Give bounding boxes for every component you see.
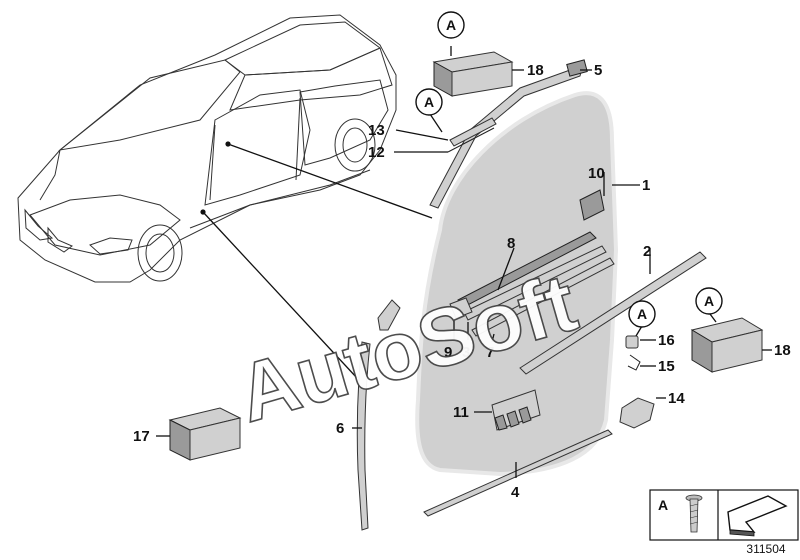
marker-a-2-label: A xyxy=(424,94,434,110)
callout-2: 2 xyxy=(643,243,651,260)
sill-strip xyxy=(423,429,613,517)
marker-a-1: A xyxy=(437,11,465,39)
callout-18-right: 18 xyxy=(774,342,791,359)
channel-strip-7 xyxy=(471,257,615,337)
leader-lines xyxy=(156,46,772,478)
pillar-strip-clip xyxy=(377,299,401,331)
callout-1: 1 xyxy=(642,177,650,194)
trim-piece-13 xyxy=(449,117,497,147)
channel-strip-3 xyxy=(463,245,607,321)
pillar-strip xyxy=(356,341,371,531)
side-strip xyxy=(519,251,707,375)
holder-10 xyxy=(579,189,605,221)
cap-14 xyxy=(619,397,655,429)
callout-16: 16 xyxy=(658,332,675,349)
callout-12: 12 xyxy=(368,144,385,161)
callout-7: 7 xyxy=(486,344,494,361)
marker-a-2: A xyxy=(415,88,443,116)
doc-number: 311504 xyxy=(746,542,785,556)
clip-15 xyxy=(627,354,641,371)
direction-arrow-icon xyxy=(727,495,788,537)
callout-18-top: 18 xyxy=(527,62,544,79)
door-seal xyxy=(415,91,619,477)
callout-10: 10 xyxy=(588,165,605,182)
callout-14: 14 xyxy=(668,390,685,407)
callout-3: 3 xyxy=(462,344,470,361)
marker-a-4: A xyxy=(695,287,723,315)
clip-16 xyxy=(625,335,639,349)
callout-13: 13 xyxy=(368,122,385,139)
car-leader-upper xyxy=(227,143,433,219)
box-18-top xyxy=(432,51,514,97)
box-18-right xyxy=(690,317,764,373)
callout-6: 6 xyxy=(336,420,344,437)
callout-5: 5 xyxy=(594,62,602,79)
callout-8: 8 xyxy=(507,235,515,252)
callout-9: 9 xyxy=(444,344,452,361)
callout-11: 11 xyxy=(453,404,469,421)
trim-piece-12 xyxy=(447,127,495,153)
marker-a-4-label: A xyxy=(704,293,714,309)
car-leader-lower xyxy=(202,211,358,379)
cover-9 xyxy=(449,297,473,319)
screw-icon xyxy=(685,494,703,533)
clip-set-11 xyxy=(491,389,541,431)
callout-15: 15 xyxy=(658,358,675,375)
car-outline xyxy=(17,14,397,283)
marker-a-1-label: A xyxy=(446,17,456,33)
box-17 xyxy=(168,407,242,461)
legend-box: A xyxy=(649,489,799,541)
callout-4: 4 xyxy=(511,484,520,501)
callout-17: 17 xyxy=(133,428,150,445)
marker-a-3-label: A xyxy=(637,306,647,322)
legend-label: A xyxy=(658,497,668,513)
marker-a-3: A xyxy=(628,300,656,328)
roof-trim-end-clip xyxy=(566,59,588,77)
